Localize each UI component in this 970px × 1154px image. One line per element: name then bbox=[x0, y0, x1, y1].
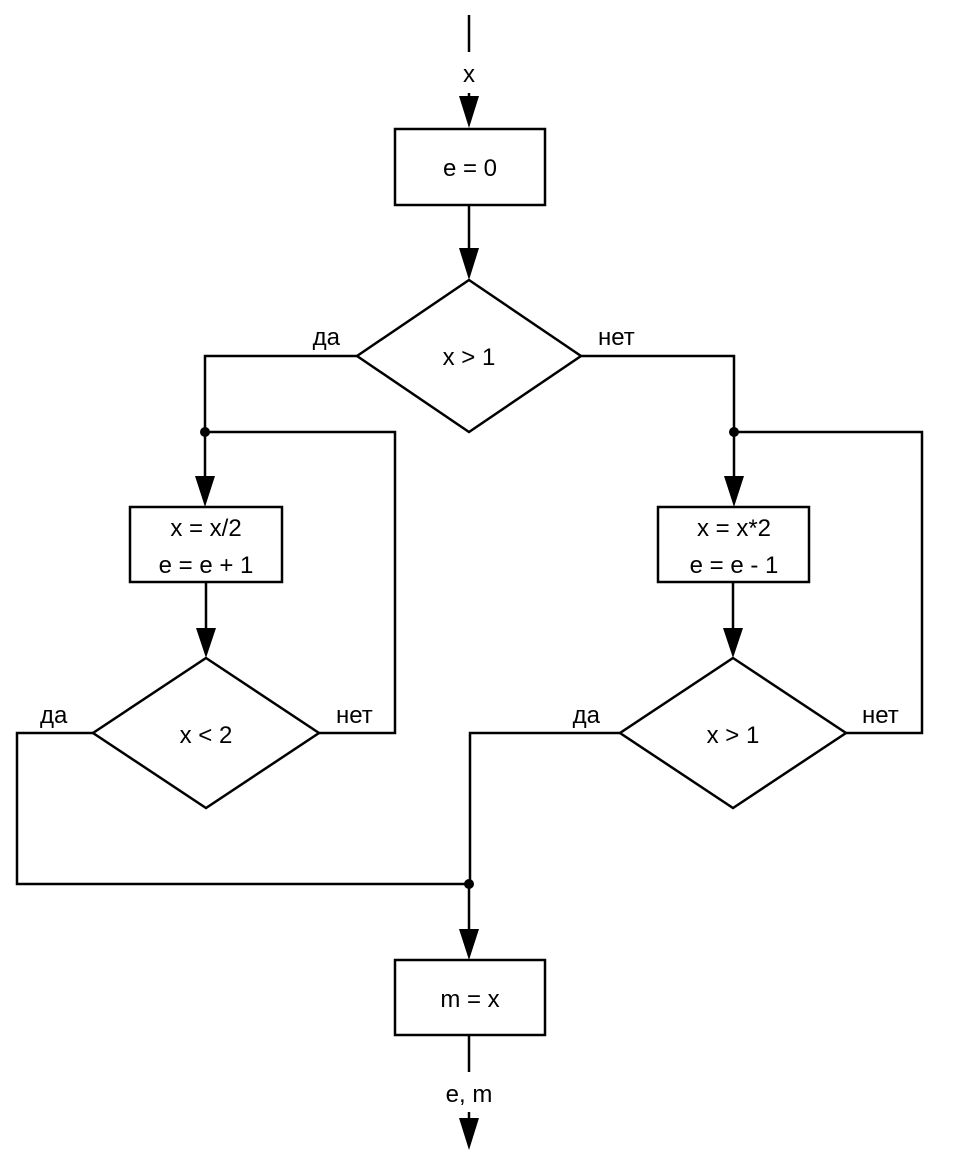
output-label: e, m bbox=[446, 1081, 493, 1108]
arrow-head-icon bbox=[459, 248, 479, 280]
right-decision-text: x > 1 bbox=[707, 722, 760, 749]
right-yes-label: да bbox=[573, 702, 601, 729]
main-decision-text: x > 1 bbox=[443, 344, 496, 371]
init-process-text: e = 0 bbox=[443, 155, 497, 182]
right-yes-connector bbox=[468, 731, 620, 884]
left-decision-text: x < 2 bbox=[180, 722, 233, 749]
right-process-box bbox=[656, 505, 811, 584]
arrow-head-icon bbox=[459, 1118, 479, 1150]
arrow-head-icon bbox=[195, 476, 215, 507]
main-decision-diamond bbox=[354, 278, 584, 434]
left-no-label: нет bbox=[336, 702, 373, 729]
left-yes-connector bbox=[15, 731, 469, 886]
right-process-line-2: e = e - 1 bbox=[690, 552, 779, 579]
main-yes-connector bbox=[203, 354, 357, 480]
final-process-text: m = x bbox=[440, 986, 499, 1013]
main-yes-label: да bbox=[313, 324, 341, 351]
right-decision-diamond bbox=[617, 656, 849, 810]
left-loop-connector bbox=[205, 430, 397, 735]
arrow-head-icon bbox=[724, 476, 744, 507]
left-decision-diamond bbox=[90, 656, 322, 810]
arrow-head-icon bbox=[196, 628, 216, 658]
init-process-box bbox=[393, 127, 547, 207]
right-loop-connector bbox=[734, 430, 924, 735]
main-no-label: нет bbox=[598, 324, 635, 351]
right-no-label: нет bbox=[862, 702, 899, 729]
arrow-head-icon bbox=[459, 96, 479, 128]
left-process-line-2: e = e + 1 bbox=[159, 552, 254, 579]
main-no-connector bbox=[581, 354, 736, 480]
arrow-head-icon bbox=[459, 929, 479, 960]
left-process-box bbox=[128, 505, 284, 584]
left-yes-label: да bbox=[40, 702, 68, 729]
arrow-head-icon bbox=[723, 628, 743, 658]
input-label: x bbox=[463, 61, 475, 88]
right-process-line-1: x = x*2 bbox=[697, 515, 771, 542]
left-process-line-1: x = x/2 bbox=[170, 515, 241, 542]
final-process-box bbox=[393, 958, 547, 1037]
